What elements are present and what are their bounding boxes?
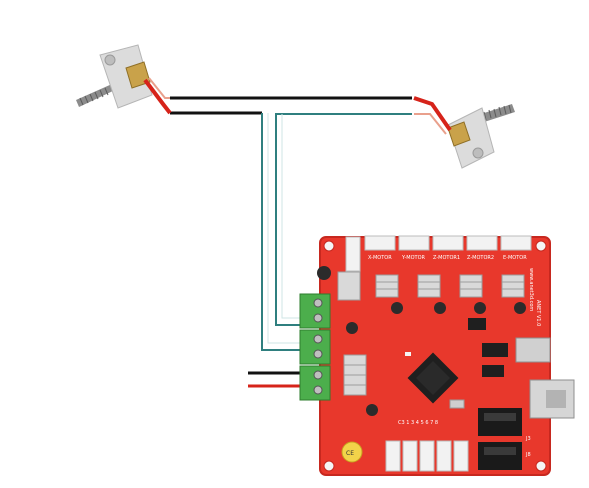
stepper-drivers <box>337 271 525 396</box>
heater-lead-left <box>143 78 172 115</box>
capacitor <box>317 266 331 280</box>
label-x-motor: X-MOTOR <box>368 255 392 261</box>
endstop-connectors: C3 1 3 4 5 6 7 8 <box>385 420 469 472</box>
controller-board: X-MOTOR Y-MOTOR Z-MOTOR1 Z-MOTOR2 E-MOTO… <box>299 235 575 476</box>
ic-chip <box>468 318 486 330</box>
lcd-headers: J3 J8 <box>478 408 531 470</box>
wire-teal-left-inner <box>267 113 302 344</box>
website-label: www.anet3d.com <box>528 268 534 311</box>
header-j8 <box>478 442 522 470</box>
capacitor <box>346 322 358 334</box>
crystal <box>449 399 465 409</box>
heatsink-e <box>501 274 525 298</box>
hotend-right <box>413 96 515 169</box>
heater-lead-right <box>413 96 452 132</box>
thermistor-hole-right <box>472 147 484 159</box>
motor-labels: X-MOTOR Y-MOTOR Z-MOTOR1 Z-MOTOR2 E-MOTO… <box>368 255 541 326</box>
threaded-rod-right <box>478 104 515 123</box>
brass-nozzle-right <box>447 121 471 147</box>
side-connector <box>345 236 361 272</box>
motor-connector-z1 <box>432 235 464 251</box>
threaded-rod-left <box>76 84 115 107</box>
label-j3: J3 <box>525 436 531 442</box>
terminal-block-top <box>299 293 331 329</box>
capacitor <box>474 302 486 314</box>
endstop-connector <box>453 440 469 472</box>
capacitor <box>434 302 446 314</box>
wires <box>170 96 412 388</box>
endstop-connector <box>402 440 418 472</box>
label-e-motor: E-MOTOR <box>503 255 527 261</box>
motor-connector-e <box>500 235 532 251</box>
label-z-motor2: Z-MOTOR2 <box>467 255 494 261</box>
ce-label: CE <box>346 450 354 457</box>
capacitor <box>514 302 526 314</box>
status-led <box>405 352 411 356</box>
motor-connector-z2 <box>466 235 498 251</box>
power-terminals <box>299 293 331 401</box>
hotend-left <box>76 44 172 115</box>
capacitors <box>317 266 526 416</box>
motor-connector-x <box>364 235 396 251</box>
capacitor <box>391 302 403 314</box>
motor-connectors <box>345 235 532 272</box>
ce-mark <box>341 441 363 463</box>
endstop-connector <box>436 440 452 472</box>
heatsink-x <box>375 274 399 298</box>
wire-teal-right <box>275 113 412 326</box>
heatsink-left <box>337 271 361 301</box>
ic-chip <box>482 343 508 357</box>
thermistor-hole-left <box>104 54 116 66</box>
pin-label: C3 1 3 4 5 6 7 8 <box>398 420 438 426</box>
label-y-motor: Y-MOTOR <box>401 255 426 261</box>
endstop-connector <box>385 440 401 472</box>
label-j8: J8 <box>525 452 531 458</box>
terminal-block-bottom <box>299 365 331 401</box>
endstop-connector <box>419 440 435 472</box>
header-j3 <box>478 408 522 436</box>
version-label: ANET V1.0 <box>535 300 541 326</box>
capacitor <box>366 404 378 416</box>
label-z-motor1: Z-MOTOR1 <box>433 255 460 261</box>
heatsink-y <box>417 274 441 298</box>
ic-chip <box>482 365 504 377</box>
motor-connector-y <box>398 235 430 251</box>
terminal-block-mid <box>299 329 331 365</box>
wire-teal-left <box>261 113 302 351</box>
wire-teal-right-inner <box>281 114 302 319</box>
sd-card-slot <box>515 337 551 363</box>
heatsink-z <box>459 274 483 298</box>
